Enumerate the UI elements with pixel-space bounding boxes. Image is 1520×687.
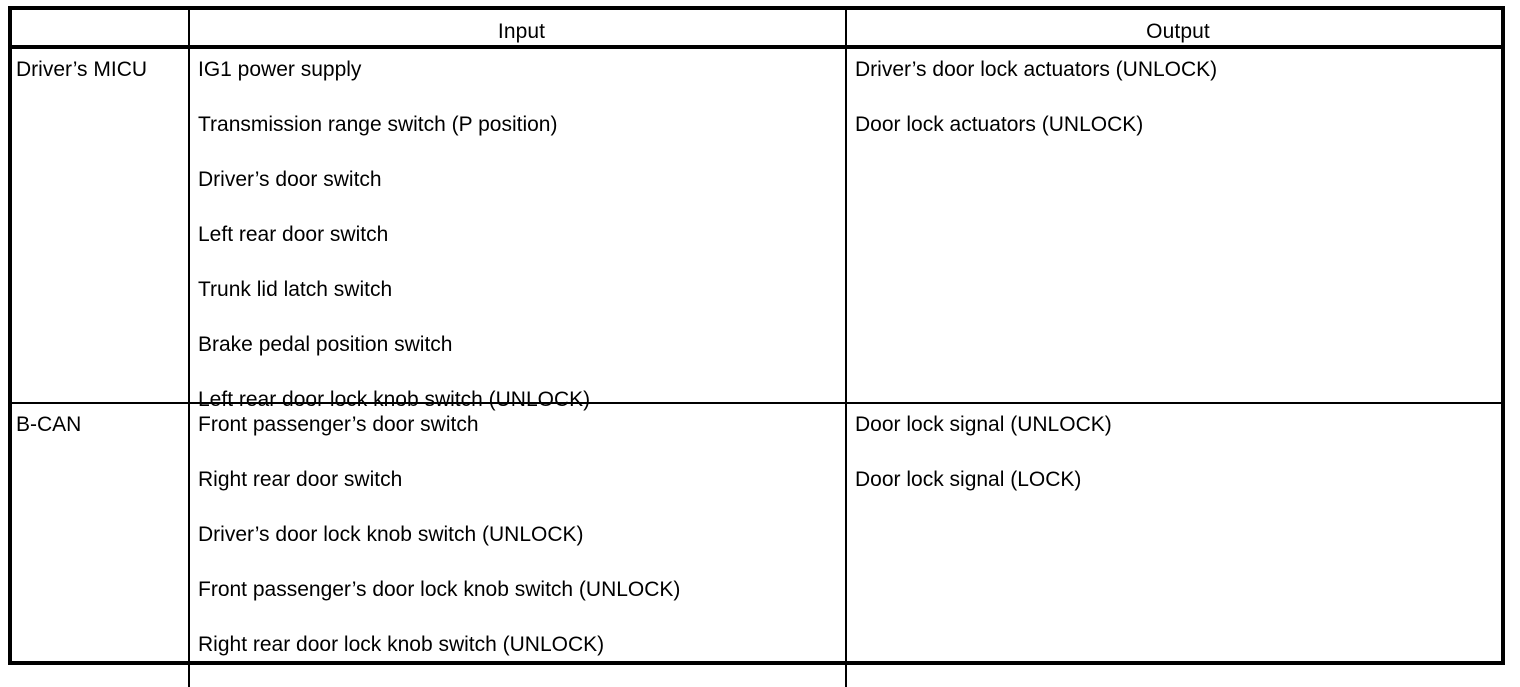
- list-item: Left rear door lock knob switch (UNLOCK): [198, 388, 591, 411]
- header-label-output: Output: [1146, 20, 1210, 43]
- header-cell-input: Input: [190, 10, 847, 45]
- cell-output-bcan: Door lock signal (UNLOCK) Door lock sign…: [847, 404, 1501, 687]
- table-row: B-CAN Front passenger’s door switch Righ…: [12, 404, 1501, 687]
- module-name-micu: Driver’s MICU: [16, 58, 148, 81]
- cell-module-micu: Driver’s MICU: [12, 49, 190, 402]
- list-item: IG1 power supply: [198, 58, 362, 81]
- list-item: Transmission range switch (P position): [198, 113, 558, 136]
- module-name-bcan: B-CAN: [16, 413, 82, 436]
- list-item: Right rear door switch: [198, 468, 403, 491]
- cell-input-micu: IG1 power supply Transmission range swit…: [190, 49, 847, 411]
- output-list-micu: Driver’s door lock actuators (UNLOCK) Do…: [855, 57, 1501, 167]
- list-item: Driver’s door lock knob switch (UNLOCK): [198, 523, 584, 546]
- header-cell-output: Output: [847, 10, 1501, 45]
- list-item: Front passenger’s door lock knob switch …: [198, 578, 681, 601]
- list-item: Door lock actuators (UNLOCK): [855, 113, 1144, 136]
- table-row: Driver’s MICU IG1 power supply Transmiss…: [12, 49, 1501, 411]
- list-item: Trunk lid latch switch: [198, 278, 393, 301]
- input-list-bcan: Front passenger’s door switch Right rear…: [198, 412, 845, 687]
- list-item: Driver’s door switch: [198, 168, 382, 191]
- header-label-input: Input: [497, 20, 546, 43]
- list-item: Front passenger’s door switch: [198, 413, 479, 436]
- list-item: Door lock signal (LOCK): [855, 468, 1082, 491]
- table-header-row: Input Output: [12, 10, 1501, 49]
- header-cell-module: [12, 10, 190, 45]
- list-item: Brake pedal position switch: [198, 333, 453, 356]
- cell-output-micu: Driver’s door lock actuators (UNLOCK) Do…: [847, 49, 1501, 402]
- output-list-bcan: Door lock signal (UNLOCK) Door lock sign…: [855, 412, 1501, 522]
- input-list-micu: IG1 power supply Transmission range swit…: [198, 57, 845, 442]
- list-item: Door lock signal (UNLOCK): [855, 413, 1112, 436]
- input-output-table: Input Output Driver’s MICU IG1 power sup…: [8, 6, 1505, 687]
- list-item: Driver’s door lock actuators (UNLOCK): [855, 58, 1218, 81]
- list-item: Right rear door lock knob switch (UNLOCK…: [198, 633, 605, 656]
- list-item: Left rear door switch: [198, 223, 389, 246]
- cell-input-bcan: Front passenger’s door switch Right rear…: [190, 404, 847, 687]
- cell-module-bcan: B-CAN: [12, 404, 190, 687]
